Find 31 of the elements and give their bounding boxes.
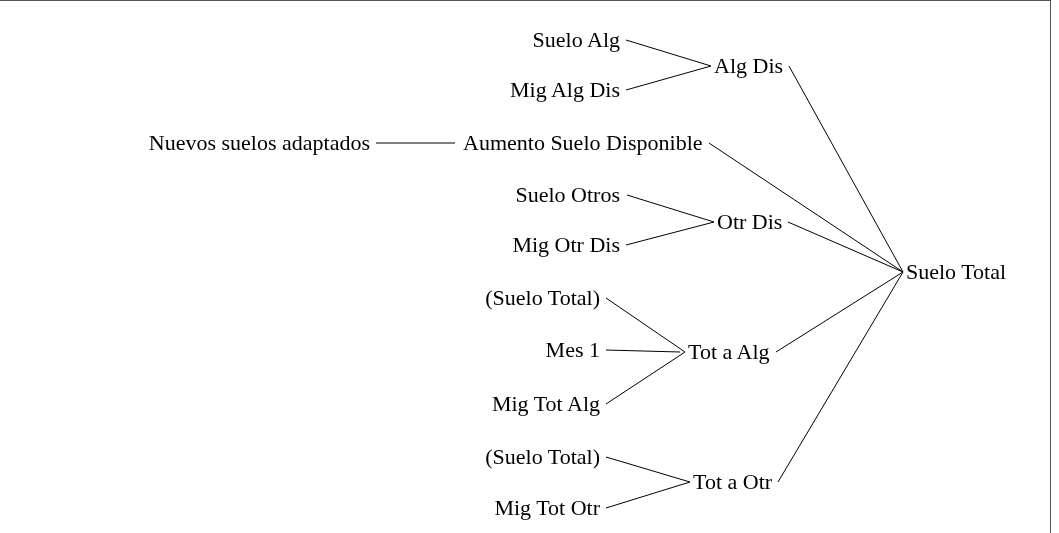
variable-label: (Suelo Total) <box>485 285 600 311</box>
variable-label: Tot a Alg <box>688 339 770 365</box>
variable-label: Mes 1 <box>545 337 600 363</box>
connector-line <box>625 221 715 246</box>
connector-line <box>605 481 691 509</box>
connector-line <box>708 142 904 273</box>
connector-line <box>375 142 456 144</box>
variable-label: Alg Dis <box>714 53 784 79</box>
connector-line <box>625 65 712 91</box>
variable-label: Mig Tot Otr <box>494 495 600 521</box>
variable-label: Otr Dis <box>717 209 783 235</box>
variable-label: Suelo Total <box>906 259 1007 285</box>
variable-label: Suelo Otros <box>515 182 620 208</box>
connector-line <box>777 271 904 483</box>
connector-line <box>626 194 715 223</box>
variable-label: Tot a Otr <box>693 469 773 495</box>
connector-line <box>625 39 712 67</box>
variable-label: Mig Alg Dis <box>509 77 620 103</box>
connector-line <box>775 271 904 353</box>
connector-line <box>605 351 686 405</box>
variable-label: Nuevos suelos adaptados <box>148 130 370 156</box>
variable-label: Aumento Suelo Disponible <box>463 130 703 156</box>
variable-label: Suelo Alg <box>532 27 620 53</box>
variable-label: (Suelo Total) <box>485 444 600 470</box>
connector-line <box>605 456 691 483</box>
variable-label: Mig Tot Alg <box>491 391 600 417</box>
connector-line <box>605 349 681 353</box>
variable-label: Mig Otr Dis <box>512 232 620 258</box>
connector-line <box>788 65 904 273</box>
connector-line <box>605 297 686 353</box>
connector-line <box>787 221 904 273</box>
